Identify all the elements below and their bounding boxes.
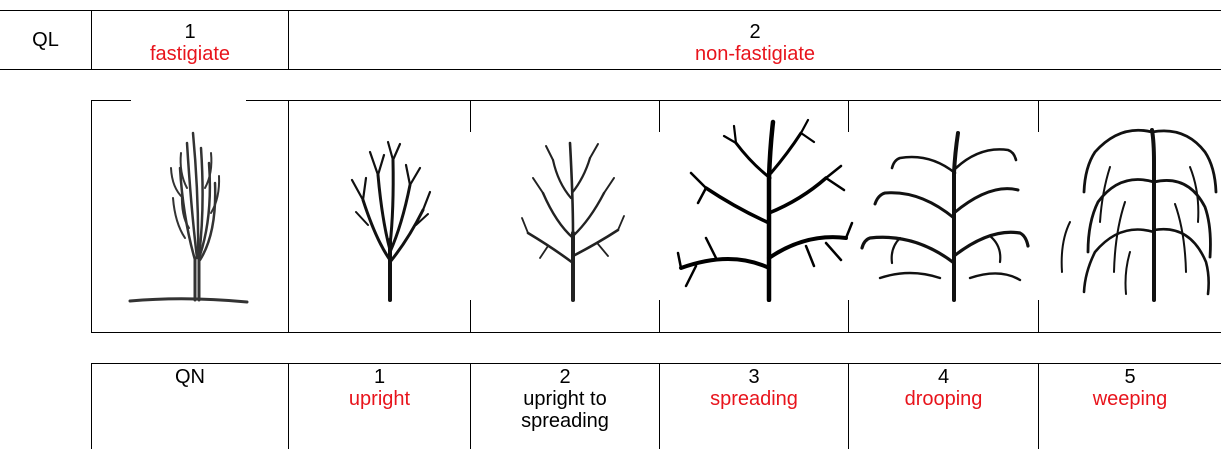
qn-state-4-number: 4: [937, 366, 950, 388]
upright-to-spreading-tree-icon: [518, 138, 628, 302]
qn-state-1-number: 1: [373, 366, 386, 388]
qn-state-4-name: drooping: [904, 388, 983, 410]
qn-state-3-name: spreading: [710, 388, 798, 410]
ql-state-2-number: 2: [749, 21, 761, 43]
qn-state-2-name-line-2: spreading: [521, 410, 609, 432]
upright-tree-icon: [338, 140, 438, 302]
qn-state-1-name: upright: [348, 388, 411, 410]
qn-state-5-number: 5: [1124, 366, 1136, 388]
qn-label: QN: [175, 366, 205, 388]
ql-state-2-name: non-fastigiate: [694, 43, 816, 65]
ql-state-1-name: fastigiate: [149, 43, 231, 65]
ql-label: QL: [32, 29, 59, 51]
ql-state-1-number: 1: [184, 21, 196, 43]
qn-state-2-number: 2: [559, 366, 571, 388]
spreading-tree-icon: [676, 118, 856, 302]
drooping-tree-icon: [860, 128, 1030, 302]
qn-state-2-name-line-1: upright to: [523, 388, 607, 410]
fastigiate-tree-icon: [125, 128, 255, 308]
qn-state-3-number: 3: [748, 366, 760, 388]
qn-state-5-name: weeping: [1092, 388, 1168, 410]
weeping-tree-icon: [1050, 122, 1221, 302]
